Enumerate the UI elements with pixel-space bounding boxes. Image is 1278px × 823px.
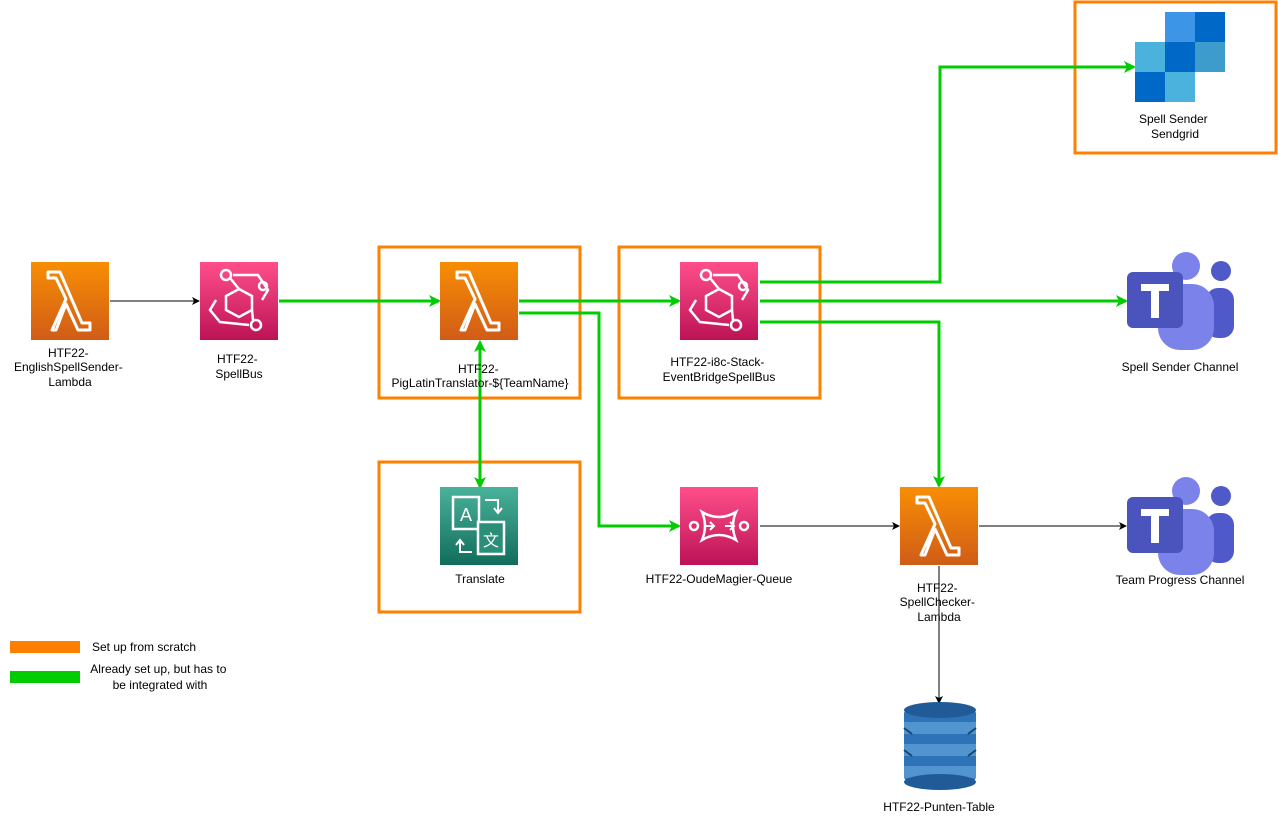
- node-label: HTF22-OudeMagier-Queue: [646, 572, 793, 586]
- eventbridge-icon: [680, 262, 758, 340]
- node-translate[interactable]: A 文 Translate: [440, 487, 518, 586]
- svg-text:文: 文: [483, 532, 499, 550]
- lambda-icon: [900, 487, 978, 565]
- label-line: EventBridgeSpellBus: [663, 370, 776, 384]
- node-punten-table[interactable]: HTF22-Punten-Table: [883, 702, 995, 814]
- node-label: HTF22- PigLatinTranslator-${TeamName}: [392, 362, 569, 390]
- node-piglatin-translator[interactable]: HTF22- PigLatinTranslator-${TeamName}: [392, 262, 569, 390]
- label-line: Team Progress Channel: [1116, 573, 1245, 587]
- label-line: EnglishSpellSender-: [14, 360, 123, 374]
- dynamodb-icon: [903, 702, 977, 790]
- sqs-icon: [680, 487, 758, 565]
- legend: Set up from scratch Already set up, but …: [10, 640, 229, 692]
- node-label: HTF22- SpellBus: [215, 352, 262, 381]
- svg-text:A: A: [460, 505, 472, 525]
- node-label: Team Progress Channel: [1116, 573, 1245, 587]
- translate-icon: A 文: [440, 487, 518, 565]
- label-line: HTF22-: [217, 352, 258, 366]
- node-label: Spell Sender Channel: [1122, 360, 1239, 374]
- label-line: Spell Sender Channel: [1122, 360, 1239, 374]
- node-english-sender[interactable]: HTF22- EnglishSpellSender- Lambda: [14, 262, 126, 389]
- label-line: Translate: [455, 572, 505, 586]
- node-oudemagier-queue[interactable]: HTF22-OudeMagier-Queue: [646, 487, 793, 586]
- node-label: HTF22- SpellChecker- Lambda: [900, 581, 979, 624]
- node-sendgrid[interactable]: Spell Sender Sendgrid: [1135, 12, 1225, 141]
- eventbridge-icon: [200, 262, 278, 340]
- label-line: HTF22-OudeMagier-Queue: [646, 572, 793, 586]
- edge-piglatin-to-queue: [519, 311, 681, 532]
- edge-i8c-bus-to-spellchecker: [760, 320, 945, 488]
- label-line: be integrated with: [113, 678, 208, 692]
- legend-swatch-green: [10, 671, 80, 683]
- label-line: Sendgrid: [1151, 127, 1199, 141]
- node-label: HTF22- EnglishSpellSender- Lambda: [14, 346, 126, 389]
- node-spellbus[interactable]: HTF22- SpellBus: [200, 262, 278, 381]
- label-line: HTF22-: [458, 362, 499, 376]
- label-line: HTF22-i8c-Stack-: [670, 355, 764, 369]
- node-spell-sender-channel[interactable]: Spell Sender Channel: [1122, 252, 1239, 374]
- node-label: HTF22-i8c-Stack- EventBridgeSpellBus: [663, 355, 776, 384]
- label-line: Lambda: [48, 375, 92, 389]
- sendgrid-icon: [1135, 12, 1225, 102]
- lambda-icon: [31, 262, 109, 340]
- label-line: PigLatinTranslator-${TeamName}: [392, 376, 569, 390]
- node-label: Translate: [455, 572, 505, 586]
- legend-item-scratch: Set up from scratch: [10, 640, 196, 654]
- edge-i8c-bus-to-sendgrid: [760, 61, 1136, 284]
- legend-label: Set up from scratch: [92, 640, 196, 654]
- scratch-box-sendgrid: [1073, 0, 1278, 155]
- label-line: Set up from scratch: [92, 640, 196, 654]
- label-line: SpellBus: [215, 367, 262, 381]
- label-line: HTF22-: [48, 346, 89, 360]
- label-line: Spell Sender: [1139, 112, 1208, 126]
- lambda-icon: [440, 262, 518, 340]
- label-line: Lambda: [917, 610, 961, 624]
- node-spellchecker-lambda[interactable]: HTF22- SpellChecker- Lambda: [900, 487, 979, 624]
- label-line: SpellChecker-: [900, 595, 975, 609]
- legend-label: Already set up, but has to be integrated…: [90, 662, 229, 692]
- legend-item-integrate: Already set up, but has to be integrated…: [10, 662, 229, 692]
- node-team-progress-channel[interactable]: Team Progress Channel: [1116, 477, 1245, 587]
- label-line: HTF22-Punten-Table: [883, 800, 995, 814]
- legend-swatch-orange: [10, 641, 80, 653]
- node-label: HTF22-Punten-Table: [883, 800, 995, 814]
- teams-icon: [1127, 477, 1234, 575]
- teams-icon: [1127, 252, 1234, 350]
- node-i8c-eventbridge-bus[interactable]: HTF22-i8c-Stack- EventBridgeSpellBus: [663, 262, 776, 384]
- label-line: Already set up, but has to: [90, 662, 226, 676]
- node-label: Spell Sender Sendgrid: [1139, 112, 1211, 141]
- label-line: HTF22-: [917, 581, 958, 595]
